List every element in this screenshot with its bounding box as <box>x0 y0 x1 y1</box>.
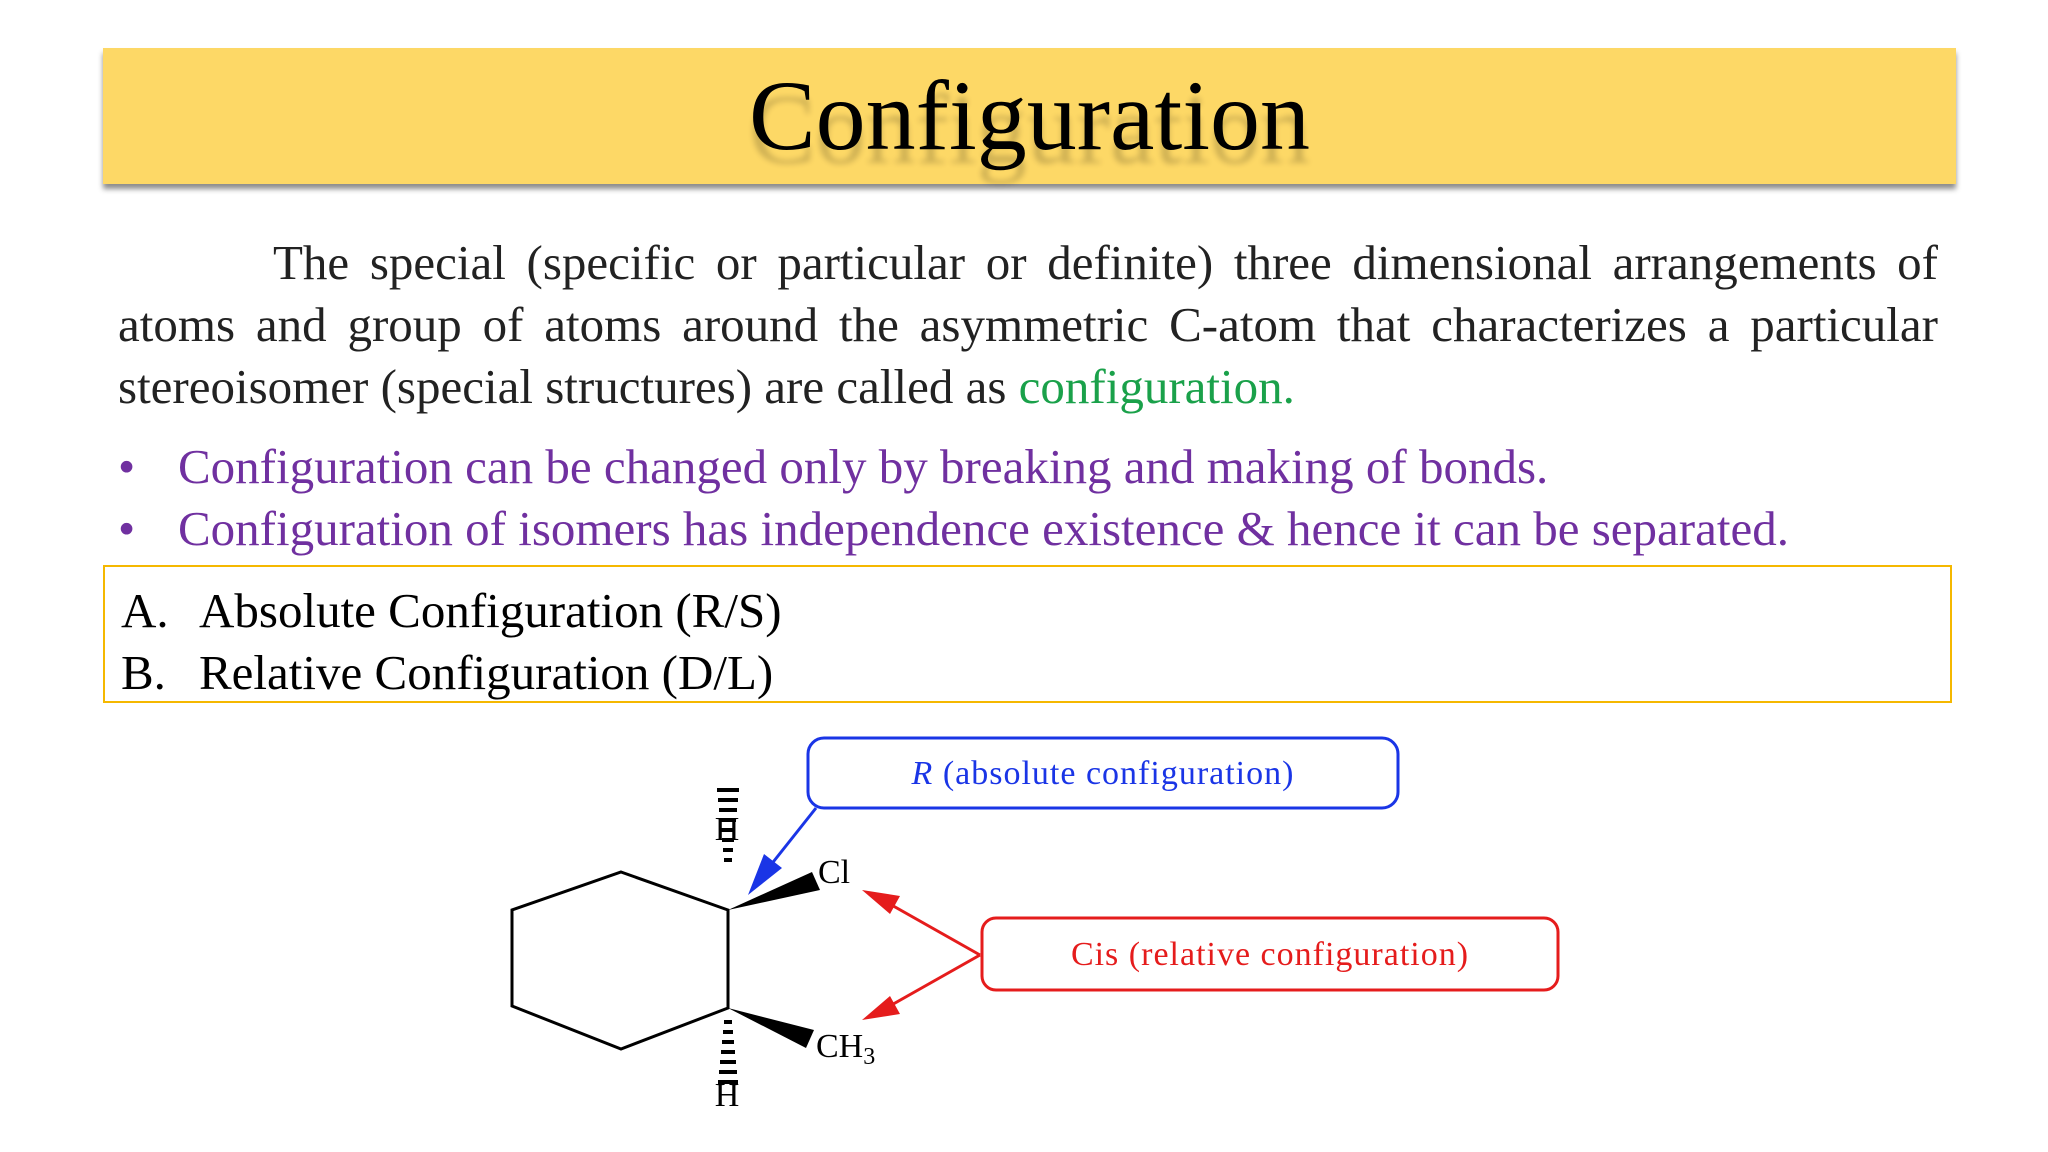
bullet-item: • Configuration can be changed only by b… <box>118 436 1958 498</box>
red-arrow-lower-shaft <box>887 953 981 1009</box>
hashed-bond-top <box>717 788 739 862</box>
atom-ch3: CH3 <box>816 1028 875 1070</box>
atom-h-top: H <box>715 811 740 848</box>
type-letter: B. <box>121 645 166 700</box>
bullet-text: Configuration can be changed only by bre… <box>178 439 1549 494</box>
definition-text: The special (specific or particular or d… <box>118 235 1938 414</box>
relative-callout-box <box>980 916 1560 992</box>
atom-ch: CH <box>816 1028 863 1065</box>
absolute-callout-label: R (absolute configuration) <box>911 755 1295 792</box>
blue-arrow-head <box>748 854 782 895</box>
red-arrow-upper-shaft <box>887 901 981 957</box>
absolute-label-rest: (absolute configuration) <box>933 755 1294 792</box>
bullet-marker: • <box>118 501 136 556</box>
title-bar: Configuration <box>103 48 1956 184</box>
slide-title: Configuration <box>748 60 1311 171</box>
hashed-bond-bottom <box>718 1020 738 1084</box>
cyclohexane-ring <box>510 870 730 1051</box>
red-arrow-upper-head <box>862 890 900 914</box>
type-text: Absolute Configuration (R/S) <box>199 583 782 638</box>
definition-highlight: configuration. <box>1018 359 1295 414</box>
type-text: Relative Configuration (D/L) <box>199 645 774 700</box>
definition-paragraph: The special (specific or particular or d… <box>118 232 1938 418</box>
red-arrow-lower-head <box>862 996 900 1020</box>
atom-ch-subscript: 3 <box>863 1044 875 1070</box>
relative-callout-label: Cis (relative configuration) <box>1071 936 1469 973</box>
bullet-text: Configuration of isomers has independenc… <box>178 501 1789 556</box>
absolute-callout-box <box>806 736 1400 810</box>
atom-cl: Cl <box>818 854 850 891</box>
configuration-types-box: A. Absolute Configuration (R/S) B. Relat… <box>103 565 1952 703</box>
type-item-absolute: A. Absolute Configuration (R/S) <box>121 580 1950 642</box>
blue-arrow-shaft <box>768 807 818 867</box>
absolute-label-italic: R <box>911 755 934 792</box>
bullet-marker: • <box>118 439 136 494</box>
bullet-list: • Configuration can be changed only by b… <box>118 436 1958 560</box>
type-item-relative: B. Relative Configuration (D/L) <box>121 642 1950 704</box>
wedge-bond-cl <box>728 872 820 910</box>
wedge-bond-ch3 <box>728 1008 814 1048</box>
type-letter: A. <box>121 583 169 638</box>
bullet-item: • Configuration of isomers has independe… <box>118 498 1958 560</box>
atom-h-bottom: H <box>715 1077 740 1114</box>
